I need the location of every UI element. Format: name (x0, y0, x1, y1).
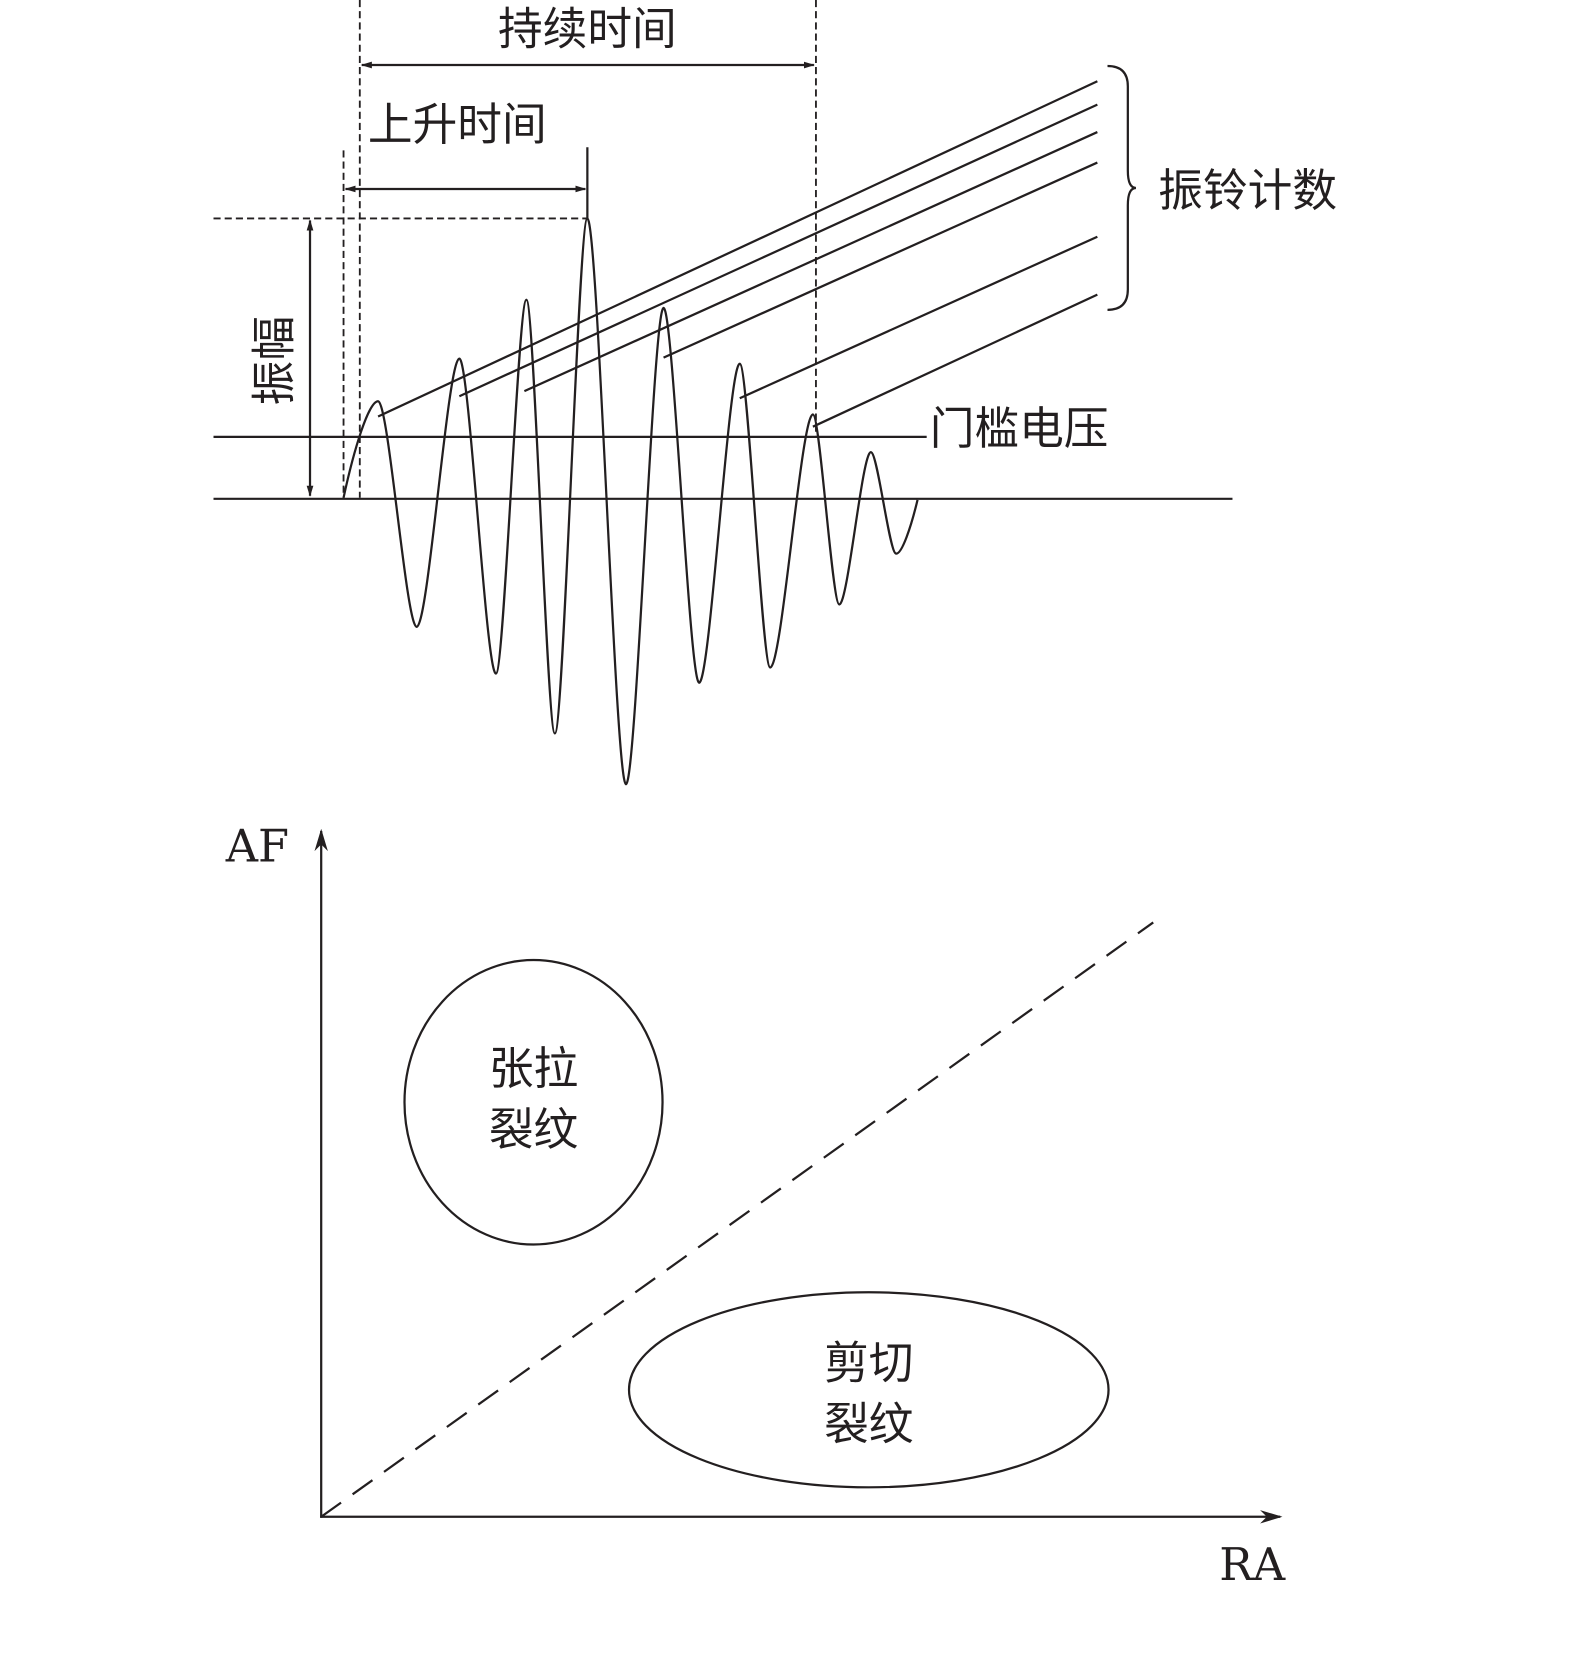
ring-line (739, 235, 1098, 400)
boundary-dashed-line (320, 921, 1154, 1518)
shear-crack-label-line1: 剪切 (824, 1338, 913, 1390)
ring-line (458, 103, 1098, 398)
ring-line (523, 131, 1098, 393)
threshold-label: 门槛电压 (930, 403, 1109, 455)
rise-time-label: 上升时间 (368, 99, 547, 151)
tensile-crack-label-line1: 张拉 (489, 1043, 578, 1095)
shear-crack-label-line2: 裂纹 (824, 1399, 913, 1451)
x-axis-label: RA (1219, 1539, 1286, 1591)
duration-label: 持续时间 (498, 4, 677, 56)
waveform-diagram: 持续时间 上升时间 振幅 门槛电压 振铃计数 (213, 0, 1337, 786)
ring-line (812, 293, 1098, 428)
tensile-crack-label-line2: 裂纹 (489, 1104, 578, 1156)
amplitude-label: 振幅 (249, 316, 301, 405)
tensile-crack-region (403, 958, 664, 1246)
ring-line (377, 80, 1098, 418)
ring-count-lines (377, 80, 1098, 428)
y-axis-label: AF (225, 821, 289, 873)
ra-af-classification-diagram: AF RA 张拉 裂纹 剪切 裂纹 (225, 821, 1286, 1591)
shear-crack-region (627, 1291, 1110, 1489)
ring-count-brace (1107, 64, 1137, 311)
ring-line (663, 161, 1098, 359)
ring-count-label: 振铃计数 (1158, 165, 1337, 217)
waveform-signal (342, 217, 919, 786)
